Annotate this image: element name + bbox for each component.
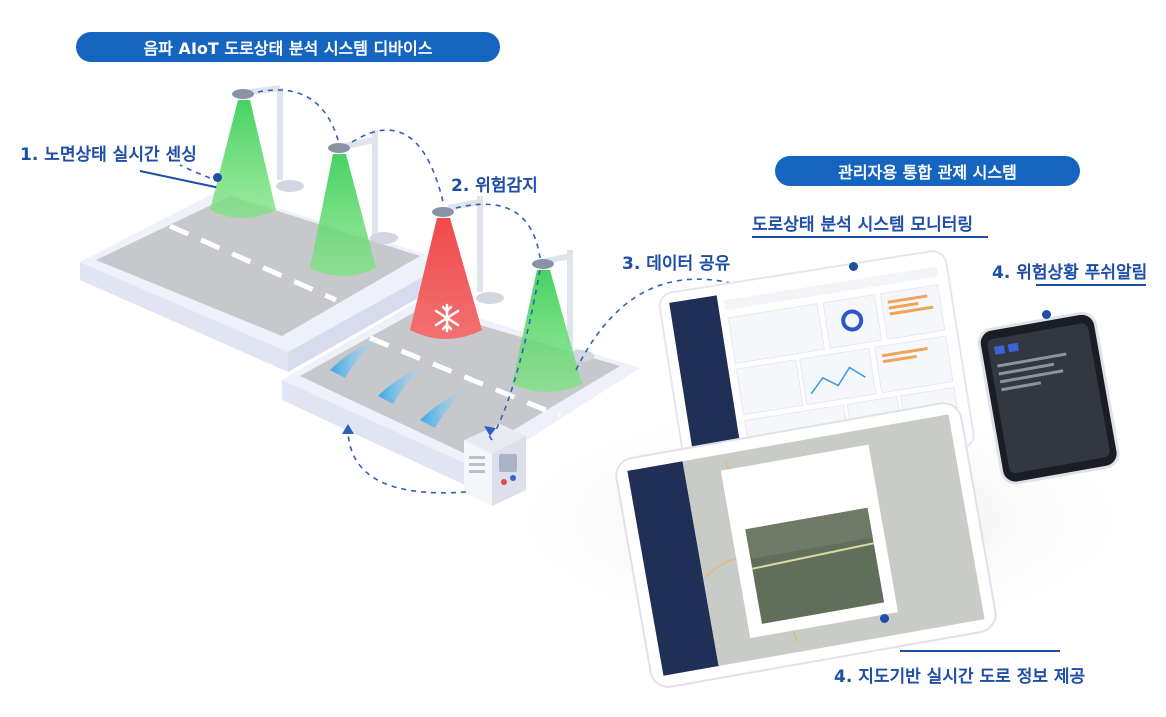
sensing-cone-3 — [512, 270, 582, 392]
hazard-cone — [410, 218, 482, 339]
device-title-pill: 음파 AIoT 도로상태 분석 시스템 디바이스 — [76, 32, 500, 62]
label-data-share: 3. 데이터 공유 — [622, 254, 731, 274]
sound-wave — [420, 388, 470, 428]
streetlight-icon — [249, 85, 573, 350]
label-map-info-underline — [900, 650, 1060, 652]
sound-wave — [330, 338, 380, 378]
map-tablet — [615, 402, 997, 688]
label-push-alarm: 4. 위험상황 푸쉬알림 — [992, 263, 1148, 283]
sensing-cone-1 — [210, 100, 276, 218]
label-map-info: 4. 지도기반 실시간 도로 정보 제공 — [834, 667, 1086, 687]
label-hazard: 2. 위험감지 — [451, 176, 538, 196]
label-monitoring-underline — [752, 236, 988, 238]
label-push-alarm-underline — [1036, 284, 1146, 286]
snowflake-icon — [434, 303, 460, 333]
device-title: 음파 AIoT 도로상태 분석 시스템 디바이스 — [143, 39, 433, 58]
label-sensing-dot — [213, 173, 222, 182]
label-monitoring-dot — [849, 262, 858, 271]
control-title: 관리자용 통합 관제 시스템 — [838, 163, 1017, 182]
sensing-cone-2 — [310, 154, 376, 276]
label-sensing: 1. 노면상태 실시간 센싱 — [20, 145, 197, 165]
sound-wave — [378, 364, 428, 404]
control-title-pill: 관리자용 통합 관제 시스템 — [775, 156, 1080, 186]
label-push-alarm-dot — [1042, 310, 1051, 319]
label-monitoring: 도로상태 분석 시스템 모니터링 — [752, 215, 974, 235]
label-map-info-dot — [880, 614, 889, 623]
phone-device — [977, 311, 1120, 485]
